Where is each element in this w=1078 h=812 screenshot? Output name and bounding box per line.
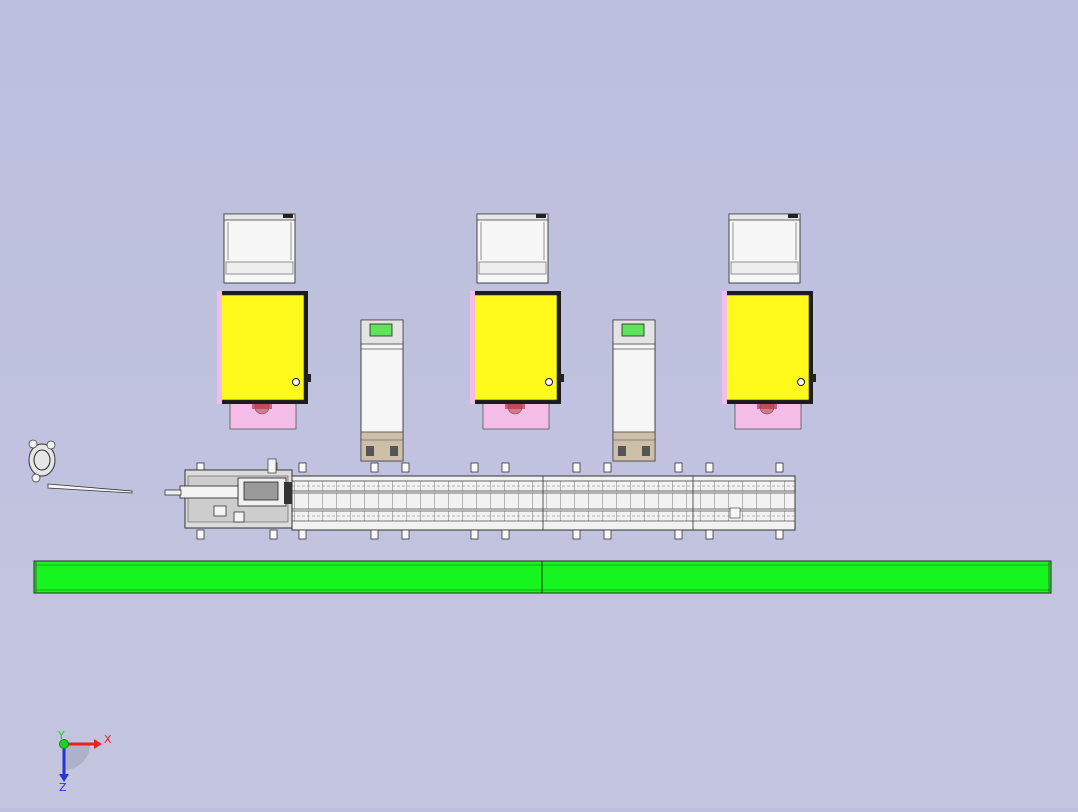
green-floor-rail[interactable] bbox=[33, 560, 1052, 594]
z-axis-arrowhead bbox=[59, 774, 69, 782]
view-orientation-triad[interactable]: X Y Z bbox=[57, 729, 112, 794]
yellow-cabinet-1[interactable] bbox=[217, 291, 311, 430]
y-axis-dot bbox=[59, 739, 69, 749]
linear-track[interactable] bbox=[291, 475, 796, 531]
control-panel-1[interactable] bbox=[360, 319, 404, 462]
yellow-cabinet-2[interactable] bbox=[470, 291, 564, 430]
end-effector-tool[interactable] bbox=[28, 439, 133, 494]
robot-carriage[interactable] bbox=[164, 458, 293, 529]
hood-unit-2[interactable] bbox=[476, 213, 549, 284]
y-axis-label: Y bbox=[57, 729, 65, 742]
yellow-cabinet-3[interactable] bbox=[722, 291, 816, 430]
triad-shading bbox=[64, 744, 90, 770]
x-axis-label: X bbox=[104, 733, 112, 746]
x-axis-arrowhead bbox=[94, 739, 102, 749]
hood-unit-3[interactable] bbox=[728, 213, 801, 284]
z-axis-label: Z bbox=[59, 781, 67, 794]
hood-unit-1[interactable] bbox=[223, 213, 296, 284]
track-feet bbox=[196, 462, 784, 540]
control-panel-2[interactable] bbox=[612, 319, 656, 462]
